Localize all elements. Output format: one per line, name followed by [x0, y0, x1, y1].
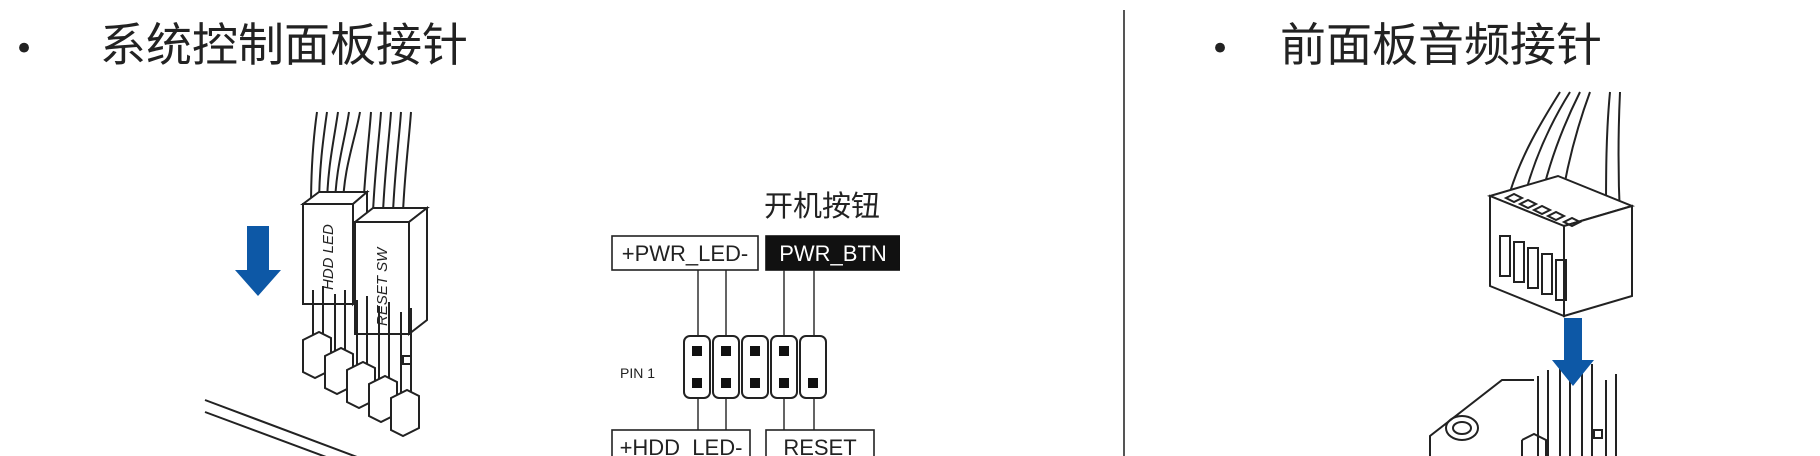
panel-divider — [1123, 10, 1125, 456]
audio-connector-illustration — [1429, 91, 1636, 456]
power-button-caption: 开机按钮 — [764, 190, 880, 223]
audio-arrow-down-icon — [1552, 318, 1594, 386]
system-panel-pinout-diagram: 开机按钮 +PWR_LED- PWR_BTN PIN 1 +H — [611, 190, 900, 456]
arrow-down-icon — [235, 226, 281, 296]
reset-label: RESET — [783, 435, 856, 456]
pwr-led-label: +PWR_LED- — [622, 241, 749, 266]
hdd-led-label: +HDD_LED- — [620, 435, 743, 456]
right-section-title: 前面板音频接针 — [1280, 18, 1602, 72]
reset-sw-connector-label: RESET SW — [374, 246, 391, 326]
hdd-led-connector-label: HDD LED — [320, 224, 337, 290]
panel-connector-illustration: HDD LED RESET SW — [204, 111, 430, 456]
pwr-btn-label: PWR_BTN — [779, 241, 887, 266]
left-bullet: • — [14, 29, 35, 69]
left-section-title: 系统控制面板接针 — [100, 18, 468, 72]
right-bullet: • — [1210, 29, 1231, 69]
pin1-label: PIN 1 — [620, 365, 655, 381]
